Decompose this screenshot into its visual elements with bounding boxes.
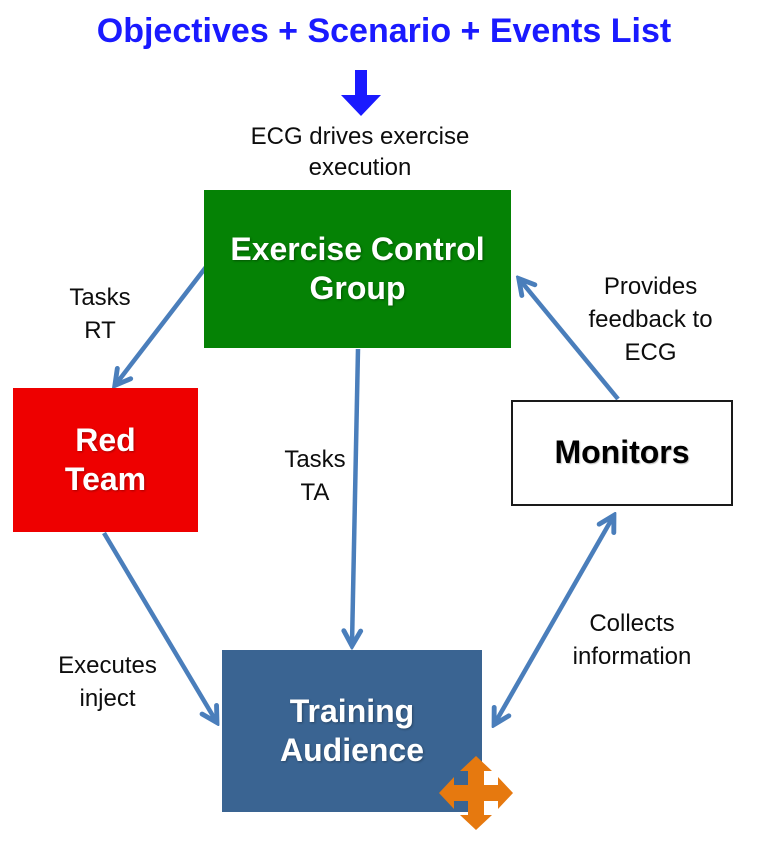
down-arrow-icon <box>341 70 381 116</box>
edge-label-tasks-rt: Tasks RT <box>69 284 131 344</box>
node-label-monitors: Monitors <box>554 434 690 471</box>
node-label-training-audience: Training Audience <box>279 692 425 768</box>
node-red-team: Red Team <box>13 388 198 532</box>
edge-label-collects-information: Collects information <box>572 610 692 670</box>
page-title: Objectives + Scenario + Events List <box>96 12 672 50</box>
arrow-ecg-to-red-team <box>116 265 208 384</box>
intro-caption: ECG drives exercise execution <box>250 123 470 181</box>
node-label-exercise-control-group: Exercise Control Group <box>230 230 485 306</box>
node-exercise-control-group: Exercise Control Group <box>204 190 511 348</box>
arrow-red-team-to-training-audience <box>102 531 216 721</box>
node-label-red-team: Red Team <box>64 421 147 497</box>
edge-label-executes-inject: Executes inject <box>58 652 157 712</box>
arrow-monitors-to-ecg <box>520 280 620 401</box>
move-icon[interactable] <box>436 753 516 833</box>
arrow-training-audience-monitors <box>495 517 613 723</box>
node-monitors: Monitors <box>511 400 733 506</box>
arrow-ecg-to-training-audience <box>352 348 358 644</box>
node-training-audience: Training Audience <box>222 650 482 812</box>
edge-label-provides-feedback: Provides feedback to ECG <box>588 273 713 366</box>
edge-label-tasks-ta: Tasks TA <box>284 446 346 506</box>
